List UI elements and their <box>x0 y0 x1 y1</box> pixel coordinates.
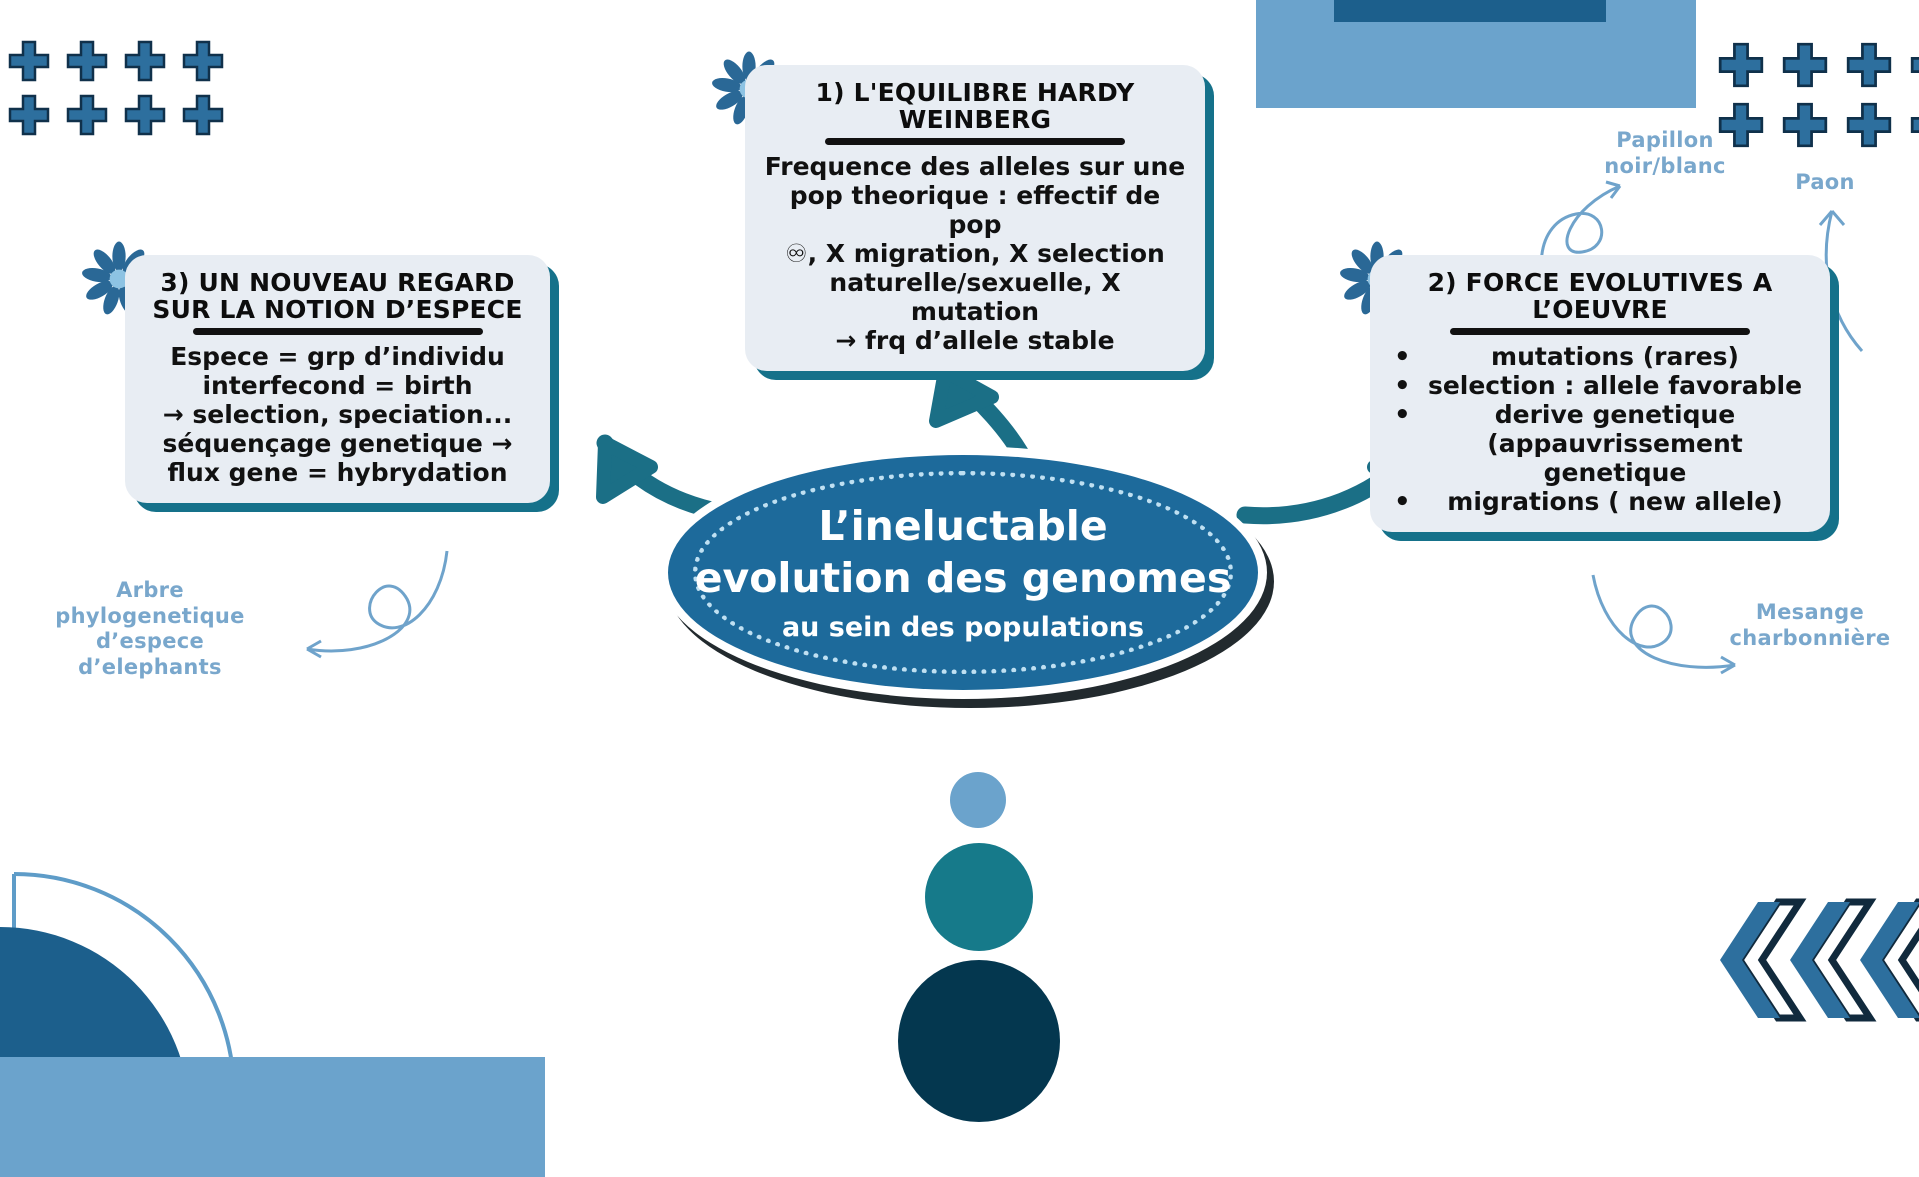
central-topic-ellipse[interactable]: L’ineluctable evolution des genomes au s… <box>668 455 1258 690</box>
card-hardy-weinberg-title: 1) L'EQUILIBRE HARDY WEINBERG <box>815 78 1135 134</box>
title-underline <box>825 138 1125 145</box>
title-underline <box>1450 328 1750 335</box>
plus-icon <box>182 40 224 82</box>
card-forces-evolutives[interactable]: 2) FORCE EVOLUTIVES A L’OEUVRE mutations… <box>1370 255 1830 532</box>
card-notion-espece-title: 3) UN NOUVEAU REGARD SUR LA NOTION D’ESP… <box>152 268 523 324</box>
ellipse-dotted-border <box>692 471 1234 674</box>
plus-icon <box>182 94 224 136</box>
note-papillon: Papillon noir/blanc <box>1604 128 1726 178</box>
card-hardy-weinberg-body: Frequence des alleles sur une pop theori… <box>764 152 1186 355</box>
list-item: selection : allele favorable <box>1386 371 1814 401</box>
plus-icon <box>1846 42 1892 88</box>
note-mesange: Mesange charbonnière <box>1729 600 1891 650</box>
central-topic-text: L’ineluctable evolution des genomes au s… <box>668 455 1258 690</box>
plus-icon <box>124 94 166 136</box>
card-hardy-weinberg[interactable]: 1) L'EQUILIBRE HARDY WEINBERG Frequence … <box>745 65 1205 371</box>
plus-icon <box>66 94 108 136</box>
card-forces-evolutives-title: 2) FORCE EVOLUTIVES A L’OEUVRE <box>1427 268 1773 324</box>
squiggle-to-arbre <box>306 550 449 659</box>
plus-icon <box>1846 102 1892 148</box>
dot-large <box>898 960 1060 1122</box>
note-paon: Paon <box>1795 170 1855 194</box>
plus-icon <box>1910 117 1919 133</box>
plus-grid-top-left <box>8 40 224 136</box>
list-item: migrations ( new allele) <box>1386 487 1814 517</box>
chevron-group-bottom-right <box>1720 898 1919 1022</box>
list-item: mutations (rares) <box>1386 342 1814 372</box>
list-item: derive genetique (appauvrissement geneti… <box>1386 400 1814 487</box>
center-subtitle: au sein des populations <box>781 611 1145 643</box>
rect-block-light-top-right <box>1256 0 1696 108</box>
rect-block-dark-top-right <box>1334 0 1606 22</box>
plus-icon <box>8 94 50 136</box>
dot-small <box>950 772 1006 828</box>
plus-icon <box>1782 102 1828 148</box>
title-underline <box>192 328 483 335</box>
card-forces-evolutives-bullets: mutations (rares) selection : allele fav… <box>1386 342 1814 517</box>
card-notion-espece-body: Espece = grp d’individu interfecond = bi… <box>162 342 513 487</box>
poster-canvas: 1) L'EQUILIBRE HARDY WEINBERG Frequence … <box>0 0 1919 1080</box>
plus-icon <box>66 40 108 82</box>
plus-icon <box>1718 42 1764 88</box>
plus-icon <box>1782 42 1828 88</box>
rect-block-bottom-left <box>0 1057 545 1177</box>
center-title-line1: L’ineluctable <box>818 501 1108 550</box>
card-notion-espece[interactable]: 3) UN NOUVEAU REGARD SUR LA NOTION D’ESP… <box>125 255 550 503</box>
note-arbre: Arbre phylogenetique d’espece d’elephant… <box>55 578 245 679</box>
dot-medium <box>925 843 1033 951</box>
center-title-line2: evolution des genomes <box>694 554 1232 603</box>
plus-icon <box>1910 57 1919 73</box>
plus-icon <box>8 40 50 82</box>
plus-icon <box>124 40 166 82</box>
corner-arcs-bottom-left <box>0 872 236 1080</box>
